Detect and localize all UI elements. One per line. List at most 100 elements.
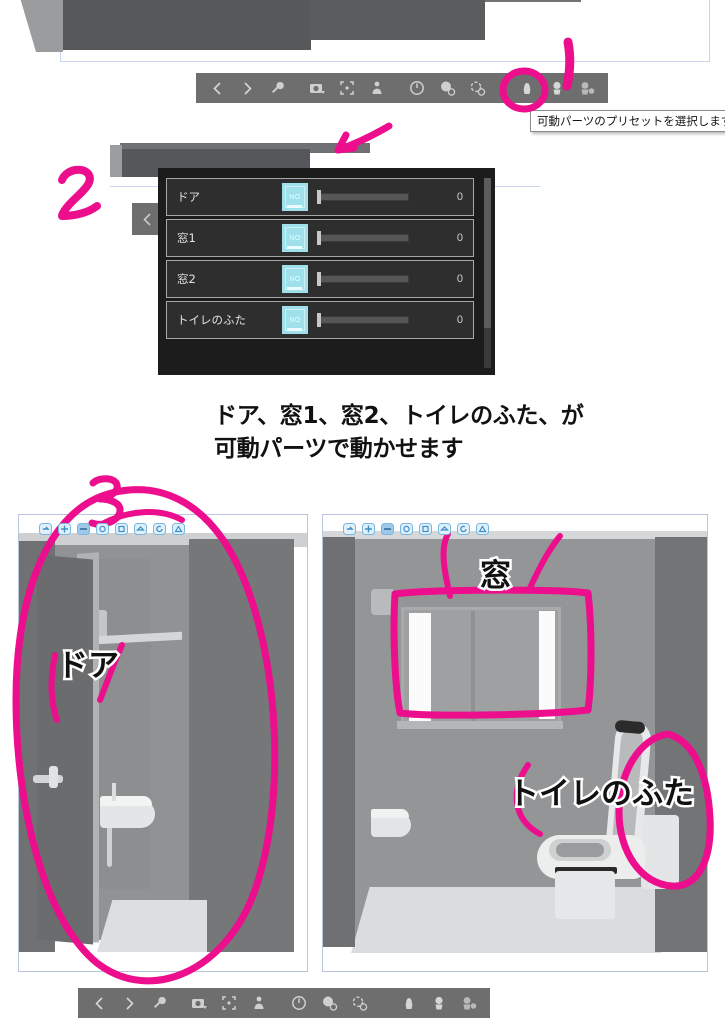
movable-parts-preset-icon[interactable] bbox=[572, 73, 602, 103]
mid-box-top-face bbox=[120, 143, 370, 153]
occluded-prev-button[interactable] bbox=[132, 204, 162, 234]
rotate-view-icon[interactable] bbox=[455, 521, 472, 537]
part-slider[interactable] bbox=[317, 313, 423, 327]
orbit-view-icon[interactable] bbox=[94, 521, 111, 537]
undo-view-icon[interactable] bbox=[341, 521, 358, 537]
fit-frame-icon[interactable] bbox=[332, 73, 362, 103]
camera-icon[interactable] bbox=[184, 988, 214, 1018]
front-view-icon[interactable] bbox=[113, 521, 130, 537]
toolbar-group-presets bbox=[388, 988, 490, 1018]
zoom-view-icon[interactable] bbox=[379, 521, 396, 537]
viewport-left[interactable] bbox=[18, 514, 308, 972]
head-pose-icon[interactable] bbox=[432, 73, 462, 103]
toilet-opening bbox=[556, 843, 604, 857]
rotate-pose-icon[interactable] bbox=[344, 988, 374, 1018]
camera-icon[interactable] bbox=[302, 73, 332, 103]
head-pose-icon[interactable] bbox=[314, 988, 344, 1018]
slider-handle[interactable] bbox=[317, 272, 321, 286]
table-row[interactable]: 窓1 NO 0 bbox=[166, 219, 474, 257]
prev-button[interactable] bbox=[202, 73, 232, 103]
no-image-thumbnail[interactable]: NO bbox=[282, 265, 308, 293]
undo-view-icon[interactable] bbox=[37, 521, 54, 537]
no-image-thumbnail[interactable]: NO bbox=[282, 306, 308, 334]
slider-handle[interactable] bbox=[317, 231, 321, 245]
pan-view-icon[interactable] bbox=[360, 521, 377, 537]
toilet-band bbox=[555, 867, 617, 874]
slider-track[interactable] bbox=[317, 275, 409, 283]
viewport-right[interactable] bbox=[322, 514, 708, 972]
panel-scrollbar[interactable] bbox=[484, 178, 491, 368]
sink-rim bbox=[100, 796, 152, 806]
hand-preset-icon[interactable] bbox=[512, 73, 542, 103]
part-value[interactable]: 0 bbox=[456, 314, 463, 326]
door-panel bbox=[37, 554, 93, 945]
pan-view-icon[interactable] bbox=[56, 521, 73, 537]
window-pane-left bbox=[409, 613, 431, 721]
rotate-view-icon[interactable] bbox=[151, 521, 168, 537]
faucet bbox=[112, 783, 116, 801]
viewport-floor-blank bbox=[19, 952, 307, 971]
slider-track[interactable] bbox=[317, 193, 409, 201]
wrench-icon[interactable] bbox=[144, 988, 174, 1018]
part-slider[interactable] bbox=[317, 190, 423, 204]
table-row[interactable]: ドア NO 0 bbox=[166, 178, 474, 216]
slider-track[interactable] bbox=[317, 316, 409, 324]
movable-parts-panel[interactable]: ドア NO 0 窓1 NO bbox=[158, 168, 495, 375]
face-preset-icon[interactable] bbox=[424, 988, 454, 1018]
bottom-toolbar bbox=[78, 988, 490, 1018]
left-wall bbox=[323, 537, 355, 947]
clock-pose-icon[interactable] bbox=[284, 988, 314, 1018]
reset-view-icon[interactable] bbox=[170, 521, 187, 537]
next-button[interactable] bbox=[232, 73, 262, 103]
slider-track[interactable] bbox=[317, 234, 409, 242]
top-3d-scene bbox=[3, 0, 710, 62]
slider-handle[interactable] bbox=[317, 190, 321, 204]
thumbnail-bar bbox=[287, 205, 302, 208]
part-value[interactable]: 0 bbox=[456, 273, 463, 285]
toilet-base bbox=[555, 871, 615, 919]
slider-handle[interactable] bbox=[317, 313, 321, 327]
face-preset-icon[interactable] bbox=[542, 73, 572, 103]
toolbar-group-main bbox=[196, 73, 498, 103]
annotation-label-door: ドア bbox=[55, 646, 122, 687]
annotation-label-window: 窓 bbox=[478, 556, 514, 597]
sink-rim bbox=[371, 809, 409, 818]
hand-preset-icon[interactable] bbox=[394, 988, 424, 1018]
part-value[interactable]: 0 bbox=[456, 191, 463, 203]
no-image-thumbnail[interactable]: NO bbox=[282, 183, 308, 211]
annotation-label-toilet-lid: トイレのふた bbox=[506, 774, 697, 815]
part-slider[interactable] bbox=[317, 272, 423, 286]
part-value[interactable]: 0 bbox=[456, 232, 463, 244]
fit-frame-icon[interactable] bbox=[214, 988, 244, 1018]
wrench-icon[interactable] bbox=[262, 73, 292, 103]
front-view-icon[interactable] bbox=[417, 521, 434, 537]
scrollbar-thumb[interactable] bbox=[484, 178, 491, 328]
annotation-step-2 bbox=[58, 165, 101, 220]
figure-icon[interactable] bbox=[244, 988, 274, 1018]
no-image-thumbnail[interactable]: NO bbox=[282, 224, 308, 252]
orbit-view-icon[interactable] bbox=[398, 521, 415, 537]
part-name-label: 窓2 bbox=[177, 272, 196, 286]
box-front-face bbox=[61, 0, 311, 50]
table-row[interactable]: 窓2 NO 0 bbox=[166, 260, 474, 298]
tooltip: 可動パーツのプリセットを選択します bbox=[530, 110, 725, 132]
rotate-pose-icon[interactable] bbox=[462, 73, 492, 103]
top-view-icon[interactable] bbox=[132, 521, 149, 537]
table-row[interactable]: トイレのふた NO 0 bbox=[166, 301, 474, 339]
door-handle bbox=[33, 775, 63, 783]
reset-view-icon[interactable] bbox=[474, 521, 491, 537]
next-button[interactable] bbox=[114, 988, 144, 1018]
part-name-label: ドア bbox=[177, 190, 200, 204]
box-left-face bbox=[3, 0, 63, 52]
movable-parts-preset-icon[interactable] bbox=[454, 988, 484, 1018]
page-title: ドア、窓1、窓2、トイレのふた、が 可動パーツで動かせます bbox=[214, 400, 684, 465]
part-slider[interactable] bbox=[317, 231, 423, 245]
top-view-icon[interactable] bbox=[436, 521, 453, 537]
mid-box-left-face bbox=[110, 145, 122, 177]
clock-pose-icon[interactable] bbox=[402, 73, 432, 103]
prev-button[interactable] bbox=[84, 988, 114, 1018]
zoom-view-icon[interactable] bbox=[75, 521, 92, 537]
figure-icon[interactable] bbox=[362, 73, 392, 103]
window-mullion bbox=[471, 611, 475, 721]
